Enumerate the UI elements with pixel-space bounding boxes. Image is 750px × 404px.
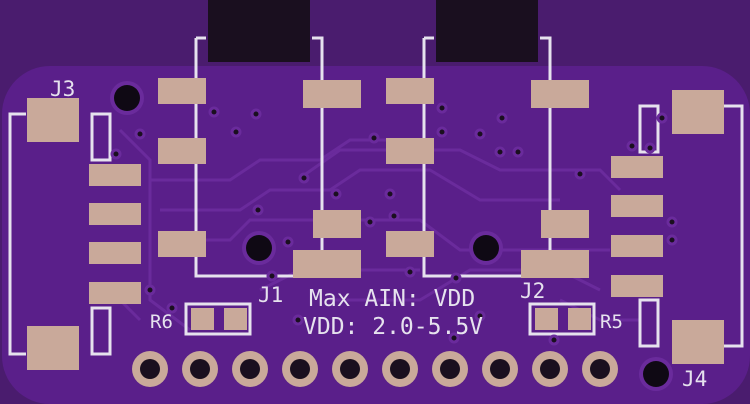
j3-pin-pad	[89, 282, 141, 304]
header-pin	[432, 351, 468, 387]
j1-pad	[158, 138, 206, 164]
j3-mount-pad-top	[27, 98, 79, 142]
j2-pad	[386, 138, 434, 164]
label-j3: J3	[50, 77, 75, 101]
header-pin	[382, 351, 418, 387]
j4-pin-pad	[611, 156, 663, 178]
header-pin	[182, 351, 218, 387]
note-max-ain: Max AIN: VDD	[309, 286, 475, 312]
j4-connector-outline	[638, 104, 744, 348]
j4-pin-pad	[611, 195, 663, 217]
j3-pin-pad	[89, 164, 141, 186]
header-pin	[232, 351, 268, 387]
r5-footprint	[528, 302, 596, 336]
j2-connector-body	[436, 0, 538, 62]
r6-footprint	[184, 302, 252, 336]
j1-connector-body	[208, 0, 310, 62]
j1-pad	[293, 250, 361, 278]
j2-pad	[521, 250, 589, 278]
header-pin	[132, 351, 168, 387]
label-r5: R5	[600, 311, 623, 333]
j3-mount-pad-bottom	[27, 326, 79, 370]
j1-pad	[313, 210, 361, 238]
j1-pad	[303, 80, 361, 108]
label-j4: J4	[682, 367, 707, 391]
note-vdd-range: VDD: 2.0-5.5V	[303, 314, 483, 340]
vias	[110, 102, 678, 346]
j1-pads	[158, 78, 361, 278]
j4-pin-pad	[611, 235, 663, 257]
j3-pin-pad	[89, 242, 141, 264]
label-j2: J2	[520, 279, 545, 303]
j3-pin-pad	[89, 203, 141, 225]
header-pins	[132, 351, 618, 387]
j2-pads	[386, 78, 589, 278]
j3-connector-outline	[8, 112, 112, 356]
j4-pads	[611, 90, 724, 364]
header-pin	[482, 351, 518, 387]
j4-pin-pad	[611, 275, 663, 297]
j4-mount-pad-top	[672, 90, 724, 134]
j4-mount-pad-bottom	[672, 320, 724, 364]
j1-pad	[158, 78, 206, 104]
header-pin	[582, 351, 618, 387]
j3-pads	[27, 98, 141, 370]
header-pin	[332, 351, 368, 387]
j1-pad	[158, 231, 206, 257]
mounting-holes	[110, 81, 673, 391]
label-j1: J1	[258, 283, 283, 307]
j2-pad	[531, 80, 589, 108]
header-pin	[532, 351, 568, 387]
header-pin	[282, 351, 318, 387]
label-r6: R6	[150, 311, 173, 333]
j2-pad	[541, 210, 589, 238]
j2-pad	[386, 78, 434, 104]
j2-pad	[386, 231, 434, 257]
